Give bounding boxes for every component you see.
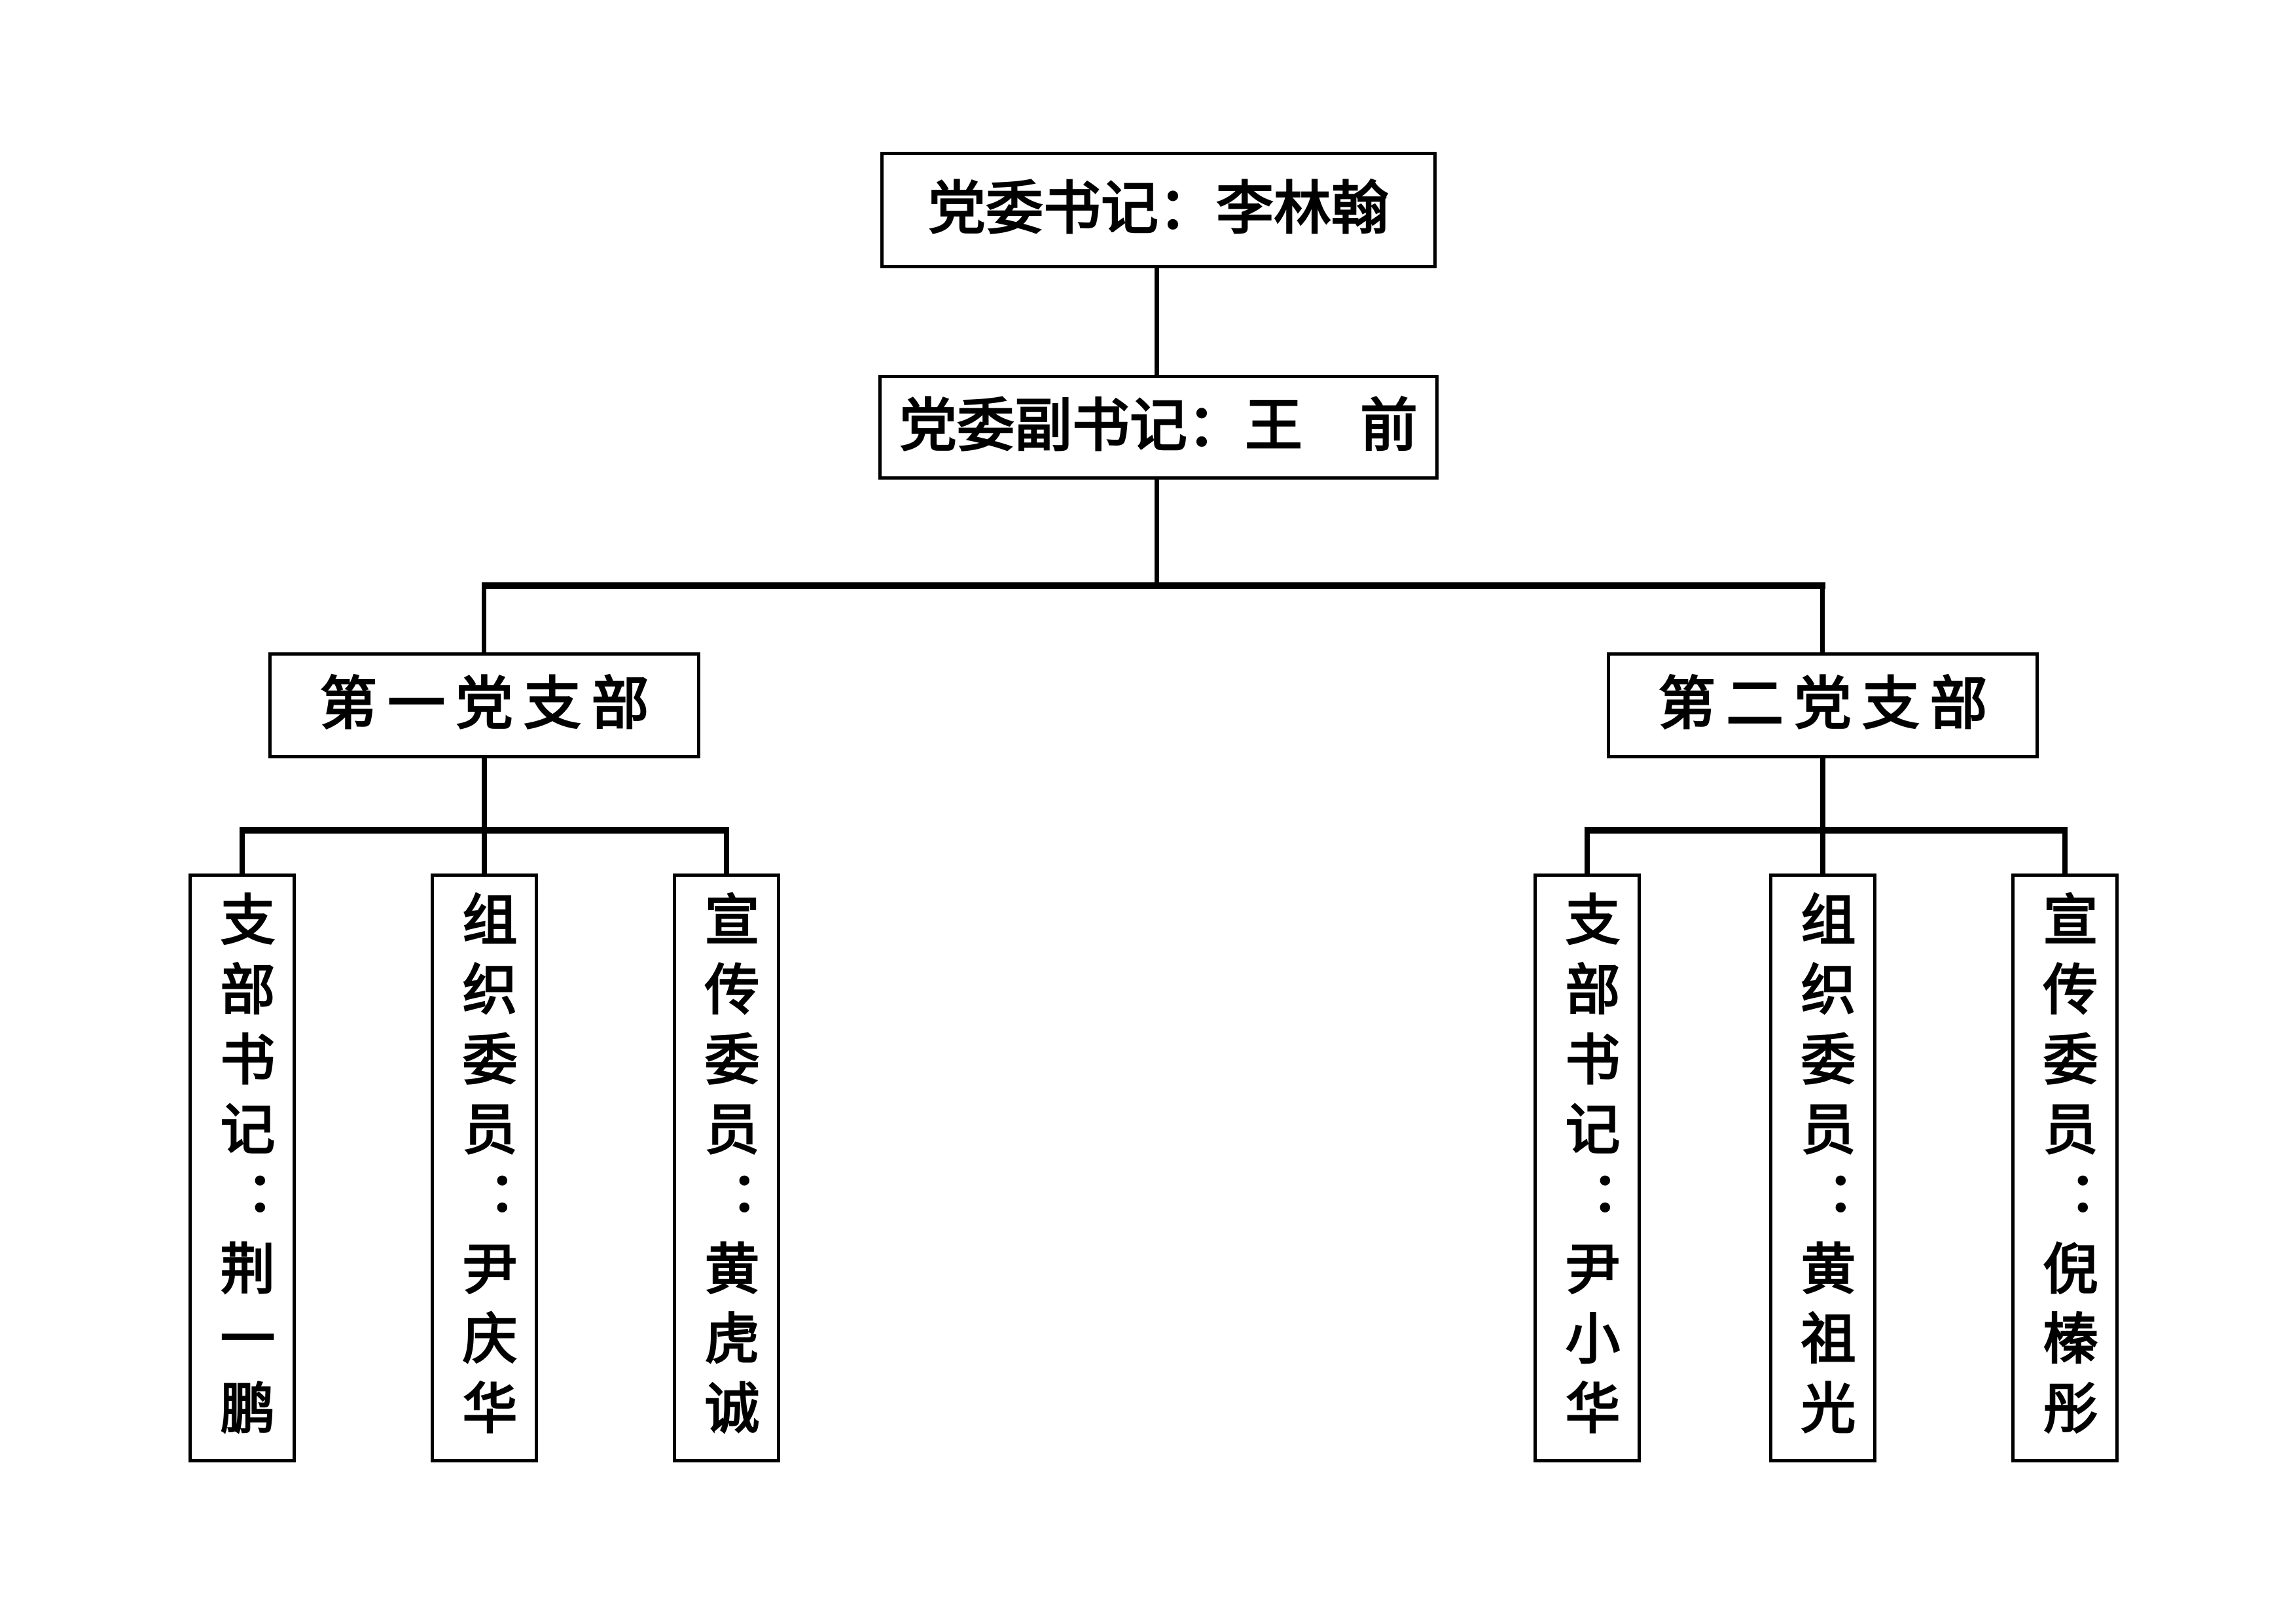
connector-branch1-hbar (240, 827, 729, 834)
member-label: 支部书记：尹小华 (1557, 891, 1618, 1450)
connector-branch2-hbar (1585, 827, 2068, 834)
connector-branch1-drop (482, 589, 486, 652)
member-label: 组织委员：黄祖光 (1793, 891, 1854, 1450)
node-branch2: 第二党支部 (1607, 652, 2039, 758)
node-branch1-member-organization: 组织委员：尹庆华 (431, 874, 538, 1462)
node-branch2-member-propaganda: 宣传委员：倪榛彤 (2011, 874, 2119, 1462)
node-branch2-member-secretary: 支部书记：尹小华 (1534, 874, 1641, 1462)
connector-branch1-stem (482, 758, 487, 874)
connector-level1-hbar (482, 582, 1825, 589)
member-label: 支部书记：荆一鹏 (212, 891, 273, 1450)
member-label: 宣传委员：倪榛彤 (2035, 891, 2096, 1450)
connector-branch2-drop-left (1585, 827, 1590, 874)
node-deputy-secretary: 党委副书记：王 前 (878, 375, 1439, 480)
connector-deputy-stem (1155, 480, 1159, 582)
node-branch1-member-propaganda: 宣传委员：黄虎诚 (673, 874, 780, 1462)
connector-secretary-deputy (1155, 268, 1159, 375)
connector-branch1-drop-right (724, 827, 729, 874)
member-label: 宣传委员：黄虎诚 (696, 891, 757, 1450)
node-branch2-member-organization: 组织委员：黄祖光 (1769, 874, 1876, 1462)
connector-branch2-drop (1820, 589, 1825, 652)
connector-branch1-drop-left (240, 827, 245, 874)
connector-branch2-stem (1820, 758, 1825, 874)
node-party-secretary: 党委书记：李林翰 (880, 152, 1437, 268)
connector-branch2-drop-right (2062, 827, 2068, 874)
member-label: 组织委员：尹庆华 (454, 891, 515, 1450)
node-branch1-member-secretary: 支部书记：荆一鹏 (188, 874, 296, 1462)
node-branch1: 第一党支部 (268, 652, 700, 758)
